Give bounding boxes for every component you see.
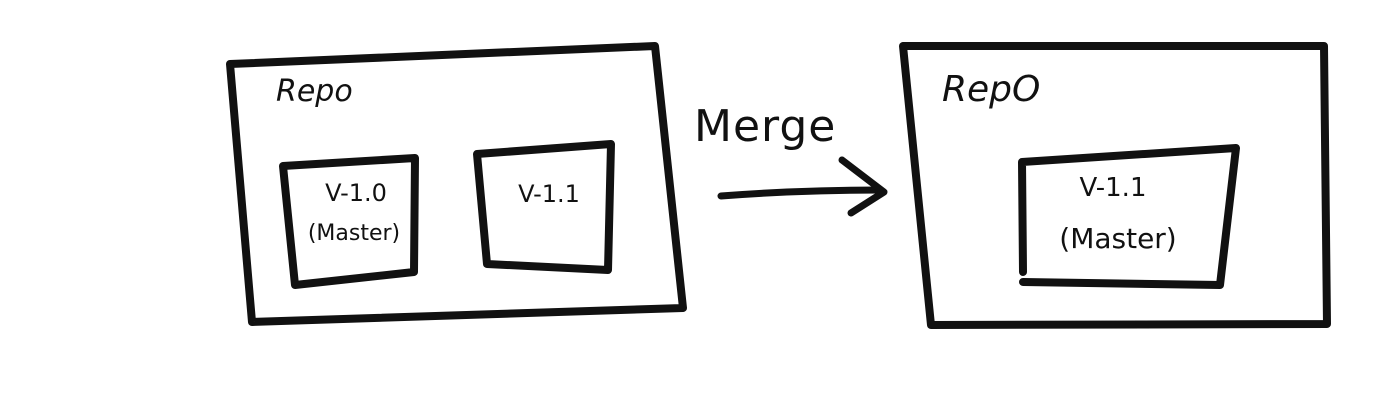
branch-box-v1-0: V-1.0 (Master): [279, 154, 419, 289]
merge-arrow-shaft: [717, 186, 884, 200]
branch-box-v1-1-outline: [473, 140, 615, 274]
repo-before-label: Repo: [276, 74, 353, 109]
branch-box-v1-0-outline: [279, 154, 419, 289]
branch-v1-1-version: V-1.1: [518, 180, 580, 208]
repo-after-box: [899, 42, 1331, 329]
branch-v1-0-version: V-1.0: [325, 179, 387, 207]
merge-label: Merge: [694, 101, 836, 152]
branch-v1-0-tag: (Master): [308, 221, 400, 246]
repo-before: Repo V-1.0 (Master) V-1.1: [226, 42, 687, 326]
merge-arrow-head-icon: [838, 156, 888, 217]
merge-action: Merge: [694, 101, 888, 217]
repo-after-label: RepO: [942, 69, 1040, 110]
branch-box-v1-1: V-1.1: [473, 140, 615, 274]
branch-v1-1-master-version: V-1.1: [1080, 173, 1147, 203]
repo-after: RepO V-1.1 (Master): [899, 42, 1331, 329]
branch-v1-1-master-tag: (Master): [1059, 222, 1176, 255]
branch-box-v1-1-master-outline: [1018, 144, 1240, 289]
repo-before-box: [226, 42, 687, 326]
branch-box-v1-1-master: V-1.1 (Master): [1018, 144, 1240, 289]
